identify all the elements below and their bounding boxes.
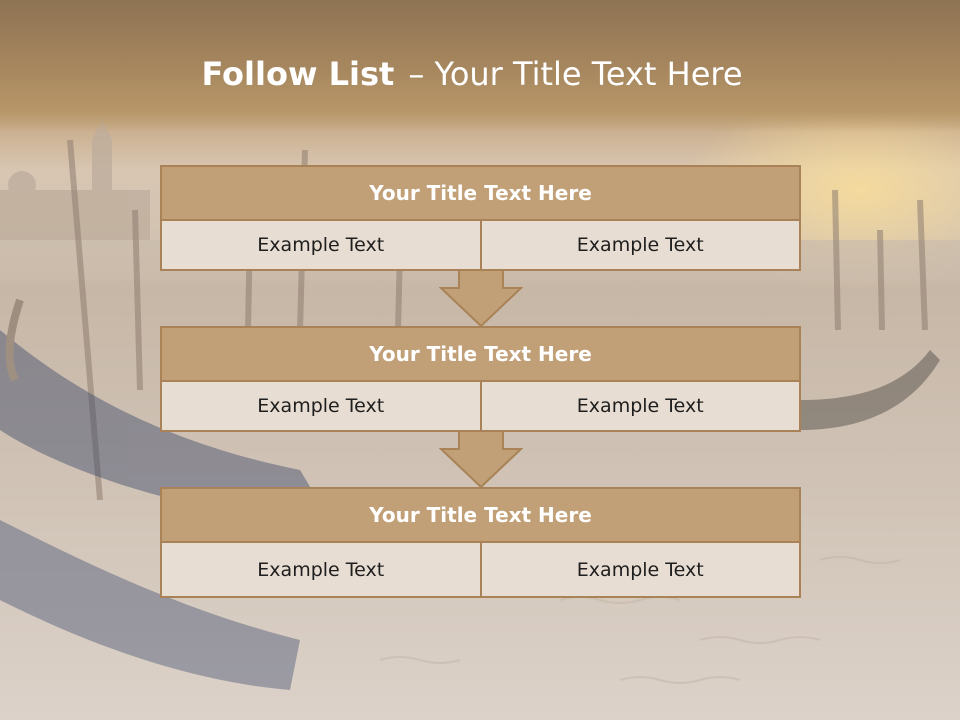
block-title: Your Title Text Here <box>160 487 801 543</box>
list-block: Your Title Text Here Example Text Exampl… <box>160 165 801 271</box>
block-row: Example Text Example Text <box>160 382 801 432</box>
title-band <box>0 0 960 132</box>
block-cell-left: Example Text <box>160 382 482 432</box>
block-cell-right: Example Text <box>481 543 801 598</box>
block-title: Your Title Text Here <box>160 326 801 382</box>
block-cell-left: Example Text <box>160 221 482 271</box>
block-row: Example Text Example Text <box>160 221 801 271</box>
title-bold-part: Follow List <box>201 55 395 93</box>
block-cell-left: Example Text <box>160 543 482 598</box>
block-cell-right: Example Text <box>481 382 801 432</box>
block-title: Your Title Text Here <box>160 165 801 221</box>
down-arrow-icon <box>439 431 523 487</box>
block-cell-right: Example Text <box>481 221 801 271</box>
down-arrow-icon <box>439 270 523 326</box>
list-block: Your Title Text Here Example Text Exampl… <box>160 326 801 432</box>
list-block: Your Title Text Here Example Text Exampl… <box>160 487 801 598</box>
title-rest-part: – Your Title Text Here <box>408 55 743 93</box>
page-title: Follow List – Your Title Text Here <box>0 55 944 93</box>
block-row: Example Text Example Text <box>160 543 801 598</box>
